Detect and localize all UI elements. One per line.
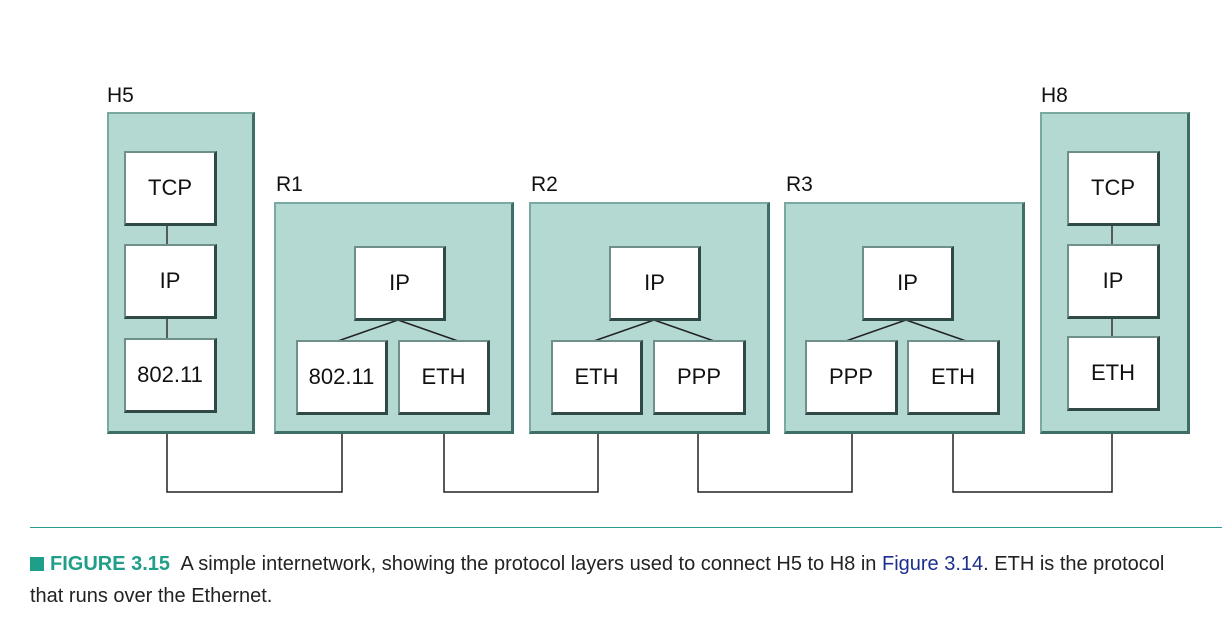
r1-fan-right bbox=[397, 319, 459, 342]
wire-r3-h8 bbox=[952, 410, 1113, 493]
h8-ip-box: IP bbox=[1067, 244, 1160, 319]
r3-ip-box: IP bbox=[862, 246, 954, 321]
r2-fan-right bbox=[653, 319, 715, 342]
r2-ip-box: IP bbox=[609, 246, 701, 321]
caption-marker-icon bbox=[30, 557, 44, 571]
r2-right-box: PPP bbox=[653, 340, 746, 415]
h8-link-box: ETH bbox=[1067, 336, 1160, 411]
r1-fan-left bbox=[337, 319, 399, 342]
r1-right-box: ETH bbox=[398, 340, 490, 415]
r3-left-box: PPP bbox=[805, 340, 898, 415]
r2-left-box: ETH bbox=[551, 340, 643, 415]
r3-fan-left bbox=[845, 319, 907, 342]
r1-label: R1 bbox=[276, 173, 303, 196]
wire-h5-r1 bbox=[166, 410, 343, 493]
h8-tcp-box: TCP bbox=[1067, 151, 1160, 226]
h5-label: H5 bbox=[107, 84, 134, 107]
h5-link-box: 802.11 bbox=[124, 338, 217, 413]
wire-r2-r3 bbox=[697, 410, 853, 493]
caption-text-before: A simple internetwork, showing the proto… bbox=[180, 553, 877, 575]
h8-label: H8 bbox=[1041, 84, 1068, 107]
r1-left-box: 802.11 bbox=[296, 340, 388, 415]
r3-right-box: ETH bbox=[907, 340, 1000, 415]
r1-ip-box: IP bbox=[354, 246, 446, 321]
h5-ip-box: IP bbox=[124, 244, 217, 319]
caption-rule bbox=[30, 527, 1222, 528]
wire-r1-r2 bbox=[443, 410, 599, 493]
r2-label: R2 bbox=[531, 173, 558, 196]
h5-tcp-box: TCP bbox=[124, 151, 217, 226]
r3-label: R3 bbox=[786, 173, 813, 196]
r3-fan-right bbox=[905, 319, 967, 342]
caption-figure-label: FIGURE 3.15 bbox=[50, 553, 171, 575]
figure-caption: FIGURE 3.15 A simple internetwork, showi… bbox=[30, 548, 1190, 612]
r2-fan-left bbox=[593, 319, 655, 342]
caption-text-after: . ETH is the protocol that runs over the… bbox=[30, 553, 1165, 607]
caption-figure-link[interactable]: Figure 3.14 bbox=[881, 553, 984, 575]
